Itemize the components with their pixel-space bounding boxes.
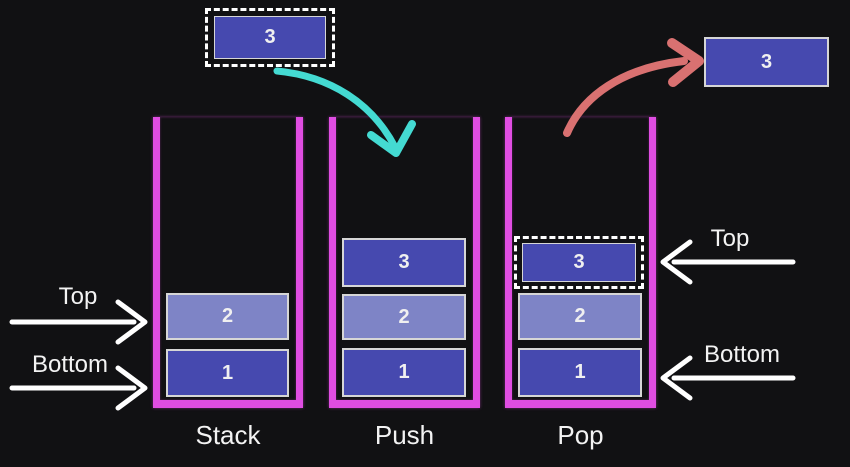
popped-item: 3: [704, 37, 829, 87]
stack-item-box: 2: [166, 293, 289, 340]
item-value: 3: [573, 251, 585, 273]
item-value: 1: [398, 361, 410, 383]
item-value: 2: [398, 305, 410, 328]
stack-label: Stack: [195, 420, 261, 450]
stack-item-box: 3: [522, 243, 636, 282]
item-value: 1: [221, 361, 234, 384]
pop-label: Pop: [557, 420, 604, 450]
push-label: Push: [374, 420, 435, 450]
stack-item-box: 2: [518, 293, 642, 340]
item-value: 1: [574, 361, 586, 383]
left-top-label: Top: [58, 283, 98, 310]
stack-container-push: [329, 117, 480, 408]
item-value: 3: [398, 251, 410, 273]
stack-container-pop: [505, 117, 656, 408]
floating-push-item: 3: [205, 8, 335, 67]
left-bottom-label: Bottom: [31, 351, 109, 378]
right-top-label: Top: [710, 225, 750, 252]
item-value: 2: [221, 305, 234, 327]
stack-item-box: 1: [518, 348, 642, 397]
stack-item-box: 1: [166, 349, 289, 397]
stack-item-box: 1: [342, 348, 466, 397]
right-bottom-label: Bottom: [703, 341, 781, 368]
stack-container-stack: [153, 117, 303, 408]
stack-item-box: 3: [342, 238, 466, 287]
item-value: 3: [760, 50, 773, 73]
item-value: 3: [264, 26, 276, 48]
stack-item-box: 3: [214, 16, 326, 59]
pop-item-dashed: 3: [514, 236, 644, 289]
item-value: 2: [574, 305, 586, 327]
stack-item-box: 2: [342, 294, 466, 340]
